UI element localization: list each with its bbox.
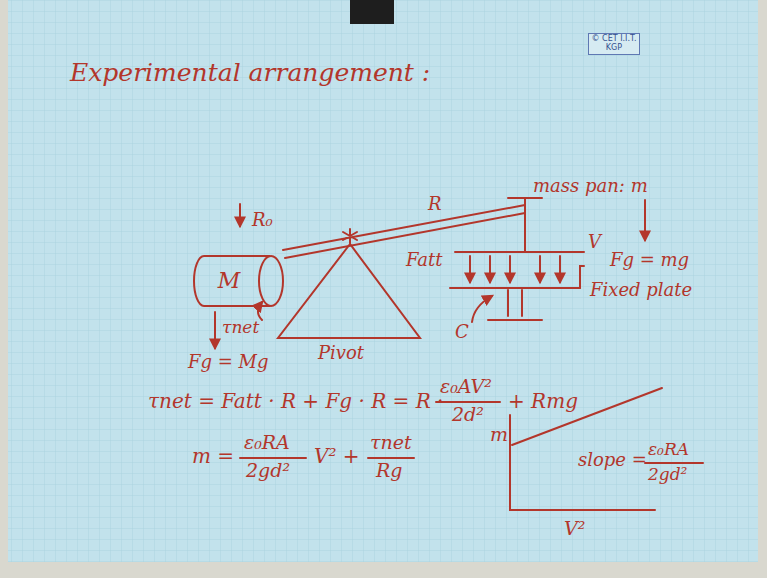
graph-note: slope = (578, 450, 647, 470)
equation: τnet = Fatt · R + Fg · R = R · (148, 390, 443, 412)
moving-plate (455, 251, 575, 253)
pan-rod (524, 198, 526, 252)
equation: + Rmg (508, 390, 578, 412)
mass-label: M (218, 270, 241, 292)
capacitor-label: C (455, 322, 469, 342)
graph-axes (510, 415, 655, 510)
dimension-label: R₀ (252, 210, 273, 230)
part-label: mass pan: m (533, 176, 648, 196)
logo-text: © CET I.I.T. KGP (591, 35, 637, 53)
binder-clip (350, 0, 394, 24)
leader-arrow (472, 296, 492, 322)
part-label: Fixed plate (590, 280, 692, 300)
force-arrow (469, 256, 471, 282)
equation-denominator: 2gd² (246, 460, 290, 481)
equation-numerator: ε₀RA (648, 440, 689, 459)
fraction-bar (645, 462, 703, 464)
beam (283, 205, 525, 250)
part-label: Pivot (318, 343, 364, 363)
pivot-triangle (278, 244, 420, 338)
force-arrow (489, 256, 491, 282)
cylinder-end (259, 256, 283, 306)
fraction-bar (240, 457, 306, 459)
force-label: Fg = mg (610, 250, 689, 270)
voltage-wire (575, 252, 584, 288)
fixed-plate (450, 287, 580, 289)
axis-label: m (490, 424, 508, 445)
force-label: Fatt (406, 250, 442, 270)
slide-title: Experimental arrangement : (70, 58, 430, 87)
fraction-bar (368, 457, 414, 459)
voltage-label: V (588, 232, 601, 252)
plate-stand (488, 290, 542, 320)
force-arrow (559, 256, 561, 282)
logo-box: © CET I.I.T. KGP (588, 33, 640, 55)
equation: V² + (314, 445, 360, 467)
equation-numerator: ε₀RA (244, 432, 290, 453)
force-arrow (644, 200, 646, 240)
equation-denominator: 2d² (452, 404, 484, 425)
balance-drawing (215, 198, 703, 510)
dimension-label: R (428, 194, 442, 214)
force-arrow (509, 256, 511, 282)
equation: m = (192, 445, 234, 467)
equation-denominator: Rg (376, 460, 402, 481)
torque-label: τnet (222, 318, 259, 337)
mass-cylinder: M (190, 252, 286, 310)
equation-numerator: ε₀AV² (440, 376, 492, 397)
axis-label: V² (564, 518, 585, 539)
force-arrow (214, 312, 216, 348)
marker-arrow (239, 204, 241, 226)
pivot-point (343, 229, 357, 243)
grid (8, 0, 758, 562)
fraction-bar (436, 401, 500, 403)
paper (8, 0, 758, 562)
equation-denominator: 2gd² (648, 465, 687, 484)
force-arrow (539, 256, 541, 282)
equation-numerator: τnet (370, 432, 412, 453)
force-label: Fg = Mg (188, 352, 269, 372)
